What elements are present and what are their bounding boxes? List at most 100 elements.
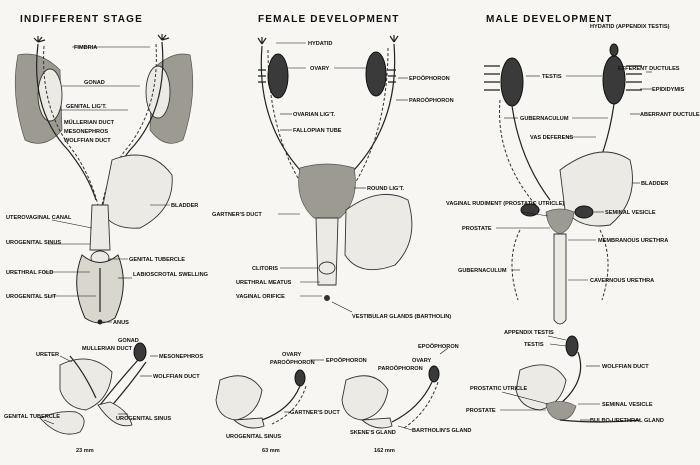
urogenital-sinus-63mm: [232, 417, 265, 429]
label-urethral-meatus: URETHRAL MEATUS: [236, 280, 292, 286]
left-testis: [500, 57, 524, 107]
sagittal-23mm-drawing: [39, 342, 147, 435]
label-genital-tubercle-23mm: GENITAL TUBERCLE: [4, 414, 60, 420]
bladder: [101, 154, 173, 229]
label-paroophoron-162mm: PAROÖPHORON: [378, 365, 423, 372]
label-labioscrotal-swelling: LABIOSCROTAL SWELLING: [133, 272, 208, 278]
label-hydatid: HYDATID: [308, 41, 332, 47]
label-gonad: GONAD: [84, 80, 105, 86]
bladder-63mm: [215, 375, 263, 421]
label-urogenital-sinus-63mm: UROGENITAL SINUS: [226, 434, 281, 440]
vestibular-gland: [324, 295, 330, 301]
label-ureter: URETER: [36, 352, 59, 358]
label-cavernous-urethra: CAVERNOUS URETHRA: [590, 278, 654, 284]
label-paroophoron: PAROÖPHORON: [409, 97, 454, 104]
left-fimbria: [33, 36, 46, 43]
label-hydatid-appendix-testis: HYDATID (APPENDIX TESTIS): [590, 24, 670, 30]
epoophoron-tubules: [258, 69, 396, 83]
urogenital-sinus-162mm: [360, 417, 393, 429]
uterus: [298, 163, 356, 219]
sagittal-162mm-drawing: [341, 365, 440, 429]
right-ovary: [365, 51, 387, 97]
appendix-testis: [609, 43, 619, 57]
label-paroophoron-63mm: PAROÖPHORON: [270, 359, 315, 366]
sagittal-63mm-drawing: [215, 369, 307, 429]
title-male-development: MALE DEVELOPMENT: [486, 14, 612, 25]
efferent-ductules-drawing: [484, 65, 642, 91]
label-epoophoron-63mm: EPOÖPHORON: [326, 357, 367, 364]
clitoris: [318, 261, 336, 275]
label-epoophoron: EPOÖPHORON: [409, 75, 450, 82]
label-vaginal-rudiment: VAGINAL RUDIMENT (PROSTATIC UTRICLE): [446, 201, 564, 207]
label-anus: ANUS: [113, 320, 129, 326]
duct-63mm: [261, 385, 301, 421]
label-urogenital-sinus: UROGENITAL SINUS: [6, 240, 61, 246]
left-gonad: [37, 68, 63, 122]
mullerian-duct-23mm: [99, 359, 139, 406]
ovary-63mm: [294, 369, 306, 387]
label-vas-deferens: VAS DEFERENS: [530, 135, 573, 141]
left-fallopian-tube: [260, 45, 301, 171]
label-urethral-fold: URETHRAL FOLD: [6, 270, 53, 276]
label-bartholins-gland: BARTHOLIN'S GLAND: [412, 428, 471, 434]
gartners-duct-162mm: [403, 381, 439, 429]
label-seminal-vesicle: SEMINAL VESICLE: [605, 210, 656, 216]
male-labels: HYDATID (APPENDIX TESTIS) TESTIS EFFEREN…: [446, 24, 700, 284]
wolffian-duct-sagittal: [559, 351, 582, 405]
left-gubernaculum: [499, 99, 541, 211]
labels-63mm: OVARY PAROÖPHORON EPOÖPHORON GARTNER'S D…: [226, 352, 367, 454]
label-genital-ligt: GENITAL LIG'T.: [66, 104, 107, 110]
labels-23mm: URETER GONAD MULLERIAN DUCT MESONEPHROS …: [4, 338, 203, 454]
label-aberrant-ductule: ABERRANT DUCTULE: [640, 112, 700, 118]
label-gonad-23mm: GONAD: [118, 338, 139, 344]
label-epoophoron-162mm: EPOÖPHORON: [418, 343, 459, 350]
label-skenes-gland: SKENE'S GLAND: [350, 430, 396, 436]
left-wolffian-duct: [43, 45, 99, 206]
urogenital-sinus-23mm: [97, 401, 133, 427]
label-vaginal-orifice: VAGINAL ORIFICE: [236, 294, 285, 300]
right-seminal-vesicle: [574, 205, 594, 219]
lower-gubernaculum: [511, 229, 521, 301]
labels-male-sagittal: APPENDIX TESTIS TESTIS WOLFFIAN DUCT PRO…: [466, 330, 664, 424]
wolffian-duct-23mm: [107, 361, 147, 411]
ovary-162mm: [428, 365, 440, 383]
left-seminal-vesicle: [520, 203, 540, 217]
gartners-duct-63mm: [271, 385, 307, 425]
male-development-drawing: [484, 43, 642, 325]
sagittal-male-drawing: [515, 335, 641, 423]
right-gartners-duct: [343, 47, 389, 201]
duct-162mm: [391, 381, 433, 423]
anus: [97, 319, 103, 325]
label-gubernaculum: GUBERNACULUM: [520, 116, 569, 122]
right-fimbria-female: [389, 35, 399, 43]
right-fallopian-tube: [353, 43, 396, 171]
gonad-23mm: [133, 342, 147, 362]
label-appendix-testis: APPENDIX TESTIS: [504, 330, 554, 336]
label-bladder-male: BLADDER: [641, 181, 668, 187]
size-63mm: 63 mm: [262, 448, 280, 454]
left-vas-deferens: [511, 105, 551, 201]
label-mesonephros-23mm: MESONEPHROS: [159, 354, 203, 360]
size-23mm: 23 mm: [76, 448, 94, 454]
label-prostatic-utricle: PROSTATIC UTRICLE: [470, 386, 528, 392]
label-mullerian-duct-23mm: MULLERIAN DUCT: [82, 346, 133, 352]
left-ovary: [267, 53, 289, 99]
title-indifferent-stage: INDIFFERENT STAGE: [20, 14, 143, 25]
female-development-drawing: [257, 35, 413, 301]
bladder-female: [344, 193, 413, 271]
label-prostate-sagittal: PROSTATE: [466, 408, 496, 414]
label-fimbria: FIMBRIA: [74, 45, 97, 51]
label-efferent-ductules: EFFERENT DUCTULES: [618, 66, 680, 72]
labels-162mm: EPOÖPHORON OVARY PAROÖPHORON SKENE'S GLA…: [350, 343, 471, 454]
label-clitoris: CLITORIS: [252, 266, 278, 272]
prostate-sagittal: [545, 401, 577, 421]
label-gartners-duct-63mm: GARTNER'S DUCT: [290, 410, 340, 416]
label-wolffian-duct-sagittal: WOLFFIAN DUCT: [602, 364, 649, 370]
label-seminal-vesicle-sagittal: SEMINAL VESICLE: [602, 402, 653, 408]
right-testis: [602, 55, 626, 105]
label-genital-tubercle: GENITAL TUBERCLE: [129, 257, 185, 263]
title-female-development: FEMALE DEVELOPMENT: [258, 14, 400, 25]
size-162mm: 162 mm: [374, 448, 395, 454]
indifferent-stage-drawing: [14, 34, 194, 325]
